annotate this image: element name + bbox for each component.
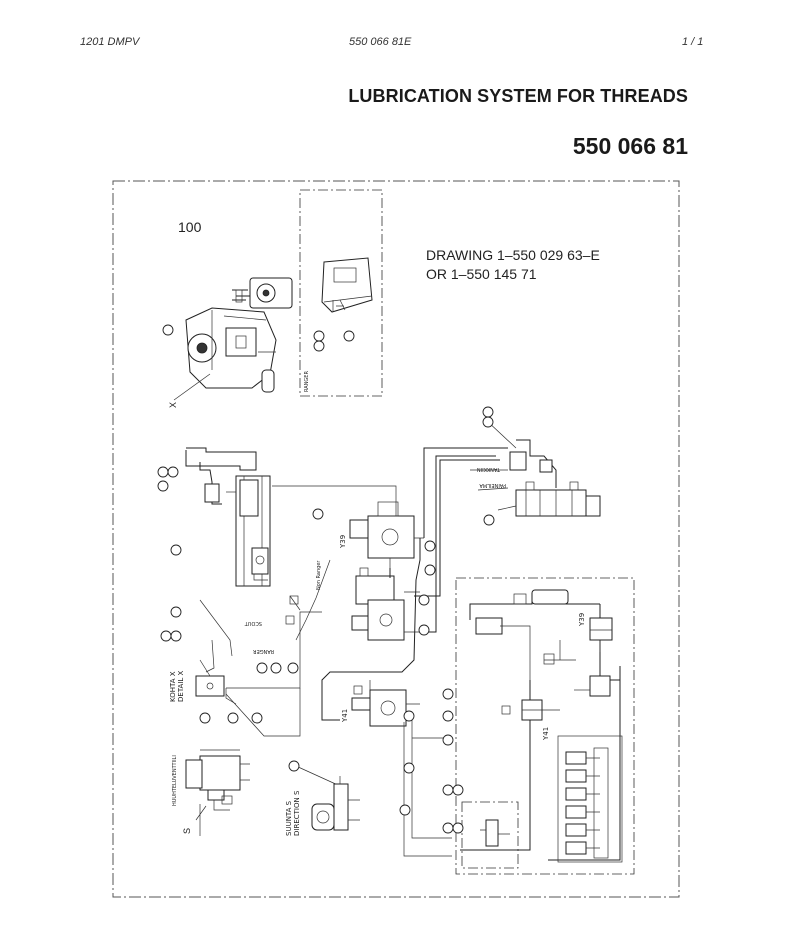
valve-y39-right-label: Y39	[578, 613, 586, 627]
ranger-note-text: Non Ranger	[316, 560, 322, 590]
callout-bubble	[418, 594, 430, 606]
callout-bubble	[482, 416, 494, 428]
distribution-subsystem-box	[455, 577, 635, 875]
scout-label: SCOUT	[244, 620, 262, 626]
callout-bubble	[313, 330, 325, 342]
valve-y41-assembly	[351, 680, 420, 727]
callout-bubble	[424, 540, 436, 552]
direction-s-assembly	[295, 765, 360, 831]
callout-bubble	[313, 340, 325, 352]
flushing-valve-note: HUUHTELUVENTTIILI	[172, 755, 178, 806]
callout-bubble	[170, 606, 182, 618]
callout-bubble	[256, 662, 268, 674]
callout-bubble	[418, 624, 430, 636]
paineilma-label: PAINEILMA	[479, 482, 506, 488]
direction-s-label: DIRECTION S	[293, 790, 301, 836]
lubricator-rail-unit	[185, 447, 397, 587]
mid-valve-stack	[351, 567, 420, 641]
callout-bubble	[442, 688, 454, 700]
callout-bubble	[160, 630, 172, 642]
callout-bubble	[424, 564, 436, 576]
callout-bubble	[442, 822, 454, 834]
callout-bubble	[270, 662, 282, 674]
callout-bubble	[399, 804, 411, 816]
callout-bubble	[170, 544, 182, 556]
label-x: X	[168, 402, 178, 408]
callout-bubble	[452, 822, 464, 834]
control-unit-device	[321, 257, 373, 313]
detail-x-fitting	[195, 659, 225, 697]
ranger-label-mid: RANGER	[253, 648, 274, 654]
callout-bubble	[442, 734, 454, 746]
callout-bubble	[170, 630, 182, 642]
callout-bubble	[403, 762, 415, 774]
callout-bubble	[343, 330, 355, 342]
callout-bubble	[167, 466, 179, 478]
valve-y39-assembly	[349, 501, 424, 568]
manifold-block-top-right	[470, 419, 601, 517]
drawing-reference-line-1: DRAWING 1–550 029 63–E	[426, 247, 600, 263]
callout-bubble	[251, 712, 263, 724]
part-callout-bubbles	[157, 324, 495, 834]
callout-bubble	[288, 760, 300, 772]
valve-y41-right-label: Y41	[542, 727, 550, 741]
scout-ranger-switch	[285, 559, 331, 641]
part-number: 550 066 81	[572, 133, 688, 159]
header-page-indicator: 1 / 1	[682, 36, 704, 48]
header-drawing-number: 550 066 81E	[349, 36, 412, 48]
distributor-valve-bank	[565, 747, 609, 859]
callout-bubble	[227, 712, 239, 724]
document-title: LUBRICATION SYSTEM FOR THREADS	[348, 86, 688, 106]
callout-bubble	[452, 784, 464, 796]
pump-assembly-top-left	[173, 277, 293, 401]
header-document-code: 1201 DMPV	[80, 36, 140, 48]
callout-bubble	[442, 784, 454, 796]
kohta-x-label: KOHTA X	[169, 671, 177, 702]
valve-y41-label: Y41	[341, 709, 349, 723]
callout-bubble	[162, 324, 174, 336]
valve-y39-label: Y39	[339, 535, 347, 549]
callout-bubble	[157, 480, 169, 492]
distribution-subsystem	[460, 589, 623, 869]
detail-x-label: DETAIL X	[177, 670, 185, 702]
flushing-valve-lower-left	[185, 749, 250, 836]
label-s: S	[182, 828, 192, 834]
callout-bubble	[483, 514, 495, 526]
drawing-reference-line-2: OR 1–550 145 71	[426, 266, 537, 282]
suunta-s-label: SUUNTA S	[285, 800, 293, 836]
callout-bubble	[403, 710, 415, 722]
callout-bubble	[157, 466, 169, 478]
callout-bubble	[482, 406, 494, 418]
callout-bubble	[442, 710, 454, 722]
item-100-label: 100	[178, 219, 202, 235]
callout-bubble	[199, 712, 211, 724]
drawing-frame	[112, 180, 680, 898]
callout-bubble	[287, 662, 299, 674]
control-unit-dashed-box	[299, 189, 383, 397]
tankkiin-label: TANKKIIN	[477, 466, 501, 472]
callout-bubble	[312, 508, 324, 520]
ranger-label-top: RANGER	[304, 371, 310, 392]
